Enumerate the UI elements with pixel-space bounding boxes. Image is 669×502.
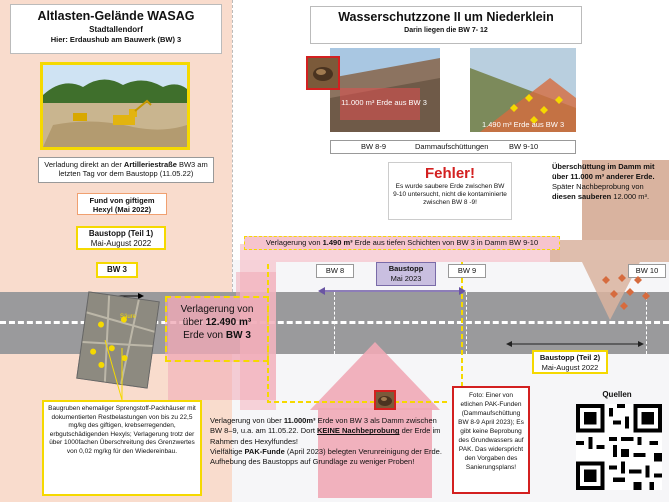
quellen-label: Quellen bbox=[602, 390, 632, 399]
bottom-transfer-text: Verlagerung von über 11.000m³ Erde von B… bbox=[210, 416, 448, 467]
bt-p2-post: (April 2023) belegten Verunreinigung der… bbox=[210, 446, 442, 467]
bw9-label: BW 9 bbox=[448, 264, 486, 278]
bw8-marker bbox=[334, 292, 335, 354]
baustopp-part2-box: Baustopp (Teil 2) Mai-August 2022 bbox=[532, 350, 608, 374]
verlagerung-line2-pre: über bbox=[182, 317, 206, 328]
bw10-label: BW 10 bbox=[628, 264, 666, 278]
bw8-bw9-span-arrow bbox=[318, 287, 466, 295]
verlagerung-line3-strong: BW 3 bbox=[225, 330, 251, 341]
baustopp-part1-box: Baustopp (Teil 1) Mai-August 2022 bbox=[76, 226, 166, 250]
ueb-line4-post: 12.000 m³. bbox=[611, 192, 650, 201]
caption-bw9-10: BW 9-10 bbox=[509, 142, 539, 151]
banner-pre: Verlagerung von bbox=[265, 238, 323, 247]
ueb-line2: über 11.000 m³ anderer Erde. bbox=[552, 172, 655, 181]
embankment-photo-bw9-10 bbox=[470, 48, 576, 132]
pak-foto-note: Foto: Einer von etlichen PAK-Funden (Dam… bbox=[452, 386, 530, 494]
bw10-marker bbox=[646, 292, 647, 354]
right-title: Wasserschutzzone II um Niederklein bbox=[338, 10, 554, 24]
soil-marker-cluster bbox=[602, 274, 650, 310]
note-pointer-lines bbox=[104, 340, 123, 401]
panel-divider bbox=[232, 0, 233, 292]
bw8-label: BW 8 bbox=[316, 264, 354, 278]
pak-find-thumbnail-top bbox=[306, 56, 340, 90]
baustopp2-span-arrow bbox=[506, 341, 644, 347]
caption-text: Verladung direkt an der bbox=[44, 160, 124, 169]
ueberschuettung-text: Überschüttung im Damm mit über 11.000 m³… bbox=[552, 162, 669, 202]
bt-p1-strong2: KEINE Nachbeprobung bbox=[317, 426, 400, 436]
banner-strong: 1.490 m³ bbox=[322, 238, 353, 247]
left-subtitle: Stadtallendorf bbox=[89, 25, 143, 34]
ueb-line3: Später Nachbeprobung von bbox=[552, 182, 644, 191]
caption-strong: Artilleriestraße bbox=[123, 160, 177, 169]
verlagerung-line2-strong: 12.490 m³ bbox=[205, 317, 252, 328]
verlagerung-12490-box: Verlagerung von über 12.490 m³ Erde von … bbox=[165, 296, 269, 362]
baustopp-mai-2023: Baustopp Mai 2023 bbox=[376, 262, 436, 286]
right-header-box: Wasserschutzzone II um Niederklein Darin… bbox=[310, 6, 582, 44]
bw9-marker bbox=[466, 292, 467, 354]
fund-line2: Hexyl (Mai 2022) bbox=[92, 205, 152, 214]
fehler-text: Es wurde saubere Erde zwischen BW 9-10 u… bbox=[393, 183, 507, 206]
baustopp-mai-date: Mai 2023 bbox=[390, 274, 422, 283]
left-subline: Hier: Erdaushub am Bauwerk (BW) 3 bbox=[50, 35, 182, 44]
verlagerung-line1: Verlagerung von bbox=[180, 304, 254, 315]
sources-qr-code[interactable] bbox=[576, 404, 662, 490]
bt-p2-strong: PAK-Funde bbox=[244, 446, 285, 456]
verlagerung-line3-pre: Erde von bbox=[183, 330, 226, 341]
fehler-title: Fehler! bbox=[424, 165, 475, 182]
construction-site-photo bbox=[40, 62, 190, 150]
left-title: Altlasten-Gelände WASAG bbox=[37, 9, 195, 23]
left-header-box: Altlasten-Gelände WASAG Stadtallendorf H… bbox=[10, 4, 222, 54]
bt-p1-mid: Erde von BW 3 als Damm zwischen BW 8–9, … bbox=[210, 416, 437, 436]
caption-text-end: BW3 am letzten Tag vor dem Baustopp (11.… bbox=[58, 160, 208, 178]
bt-p1-strong: 11.000m³ bbox=[283, 416, 316, 425]
bt-p1-pre: Verlagerung von über bbox=[210, 416, 284, 425]
bt-p2-pre: Vielfältige bbox=[210, 446, 245, 456]
map-label: Säure bbox=[120, 314, 137, 320]
baustopp1-date: Mai-August 2022 bbox=[90, 239, 152, 248]
photo-label-1490: 1.490 m³ Erde aus BW 3 bbox=[482, 120, 565, 129]
right-subtitle: Darin liegen die BW 7- 12 bbox=[404, 27, 488, 34]
fund-box: Fund von giftigem Hexyl (Mai 2022) bbox=[77, 193, 167, 215]
bt-p1-post: der Erde im Rahmen des Hexylfundes! bbox=[210, 426, 441, 446]
baustopp1-title: Baustopp (Teil 1) bbox=[88, 229, 154, 238]
photo-label-11000: 11.000 m³ Erde aus BW 3 bbox=[341, 98, 427, 107]
baustopp-mai-title: Baustopp bbox=[388, 264, 424, 273]
banner-post: Erde aus tiefen Schichten von BW 3 in Da… bbox=[352, 238, 539, 247]
fund-line1: Fund von giftigem bbox=[89, 196, 155, 205]
left-photo-caption: Verladung direkt an der Artilleriestraße… bbox=[38, 157, 214, 183]
pak-find-thumbnail-bottom bbox=[374, 390, 396, 410]
embankment-photo-bw8-9 bbox=[330, 48, 440, 132]
caption-bw8-9: BW 8-9 bbox=[361, 142, 387, 151]
photo-caption-row: BW 8-9 Dammaufschüttungen BW 9-10 bbox=[330, 140, 576, 154]
hexyl-contamination-note: Baugruben ehemaliger Sprengstoff-Packhäu… bbox=[42, 400, 202, 496]
bw3-tag: BW 3 bbox=[96, 262, 138, 278]
ueb-line4-strong: diesen sauberen bbox=[552, 192, 612, 201]
site-map-inset bbox=[76, 291, 160, 389]
fehler-box: Fehler! Es wurde saubere Erde zwischen B… bbox=[388, 162, 512, 220]
ueb-line1: Überschüttung im Damm mit bbox=[552, 162, 655, 171]
caption-damm: Dammaufschüttungen bbox=[415, 142, 489, 151]
baustopp2-date: Mai-August 2022 bbox=[541, 363, 599, 372]
baustopp2-title: Baustopp (Teil 2) bbox=[539, 353, 601, 362]
transfer-banner-1490: Verlagerung von 1.490 m³ Erde aus tiefen… bbox=[244, 236, 560, 250]
